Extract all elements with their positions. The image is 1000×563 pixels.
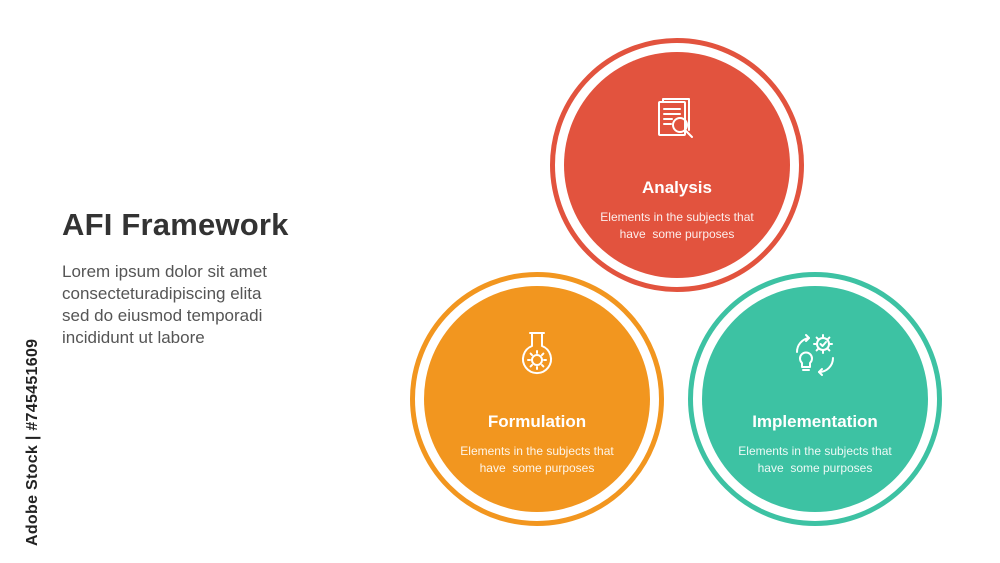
- body-line: consecteturadipiscing elita: [62, 284, 262, 303]
- description-line: Elements in the subjects that: [738, 444, 892, 458]
- description-line: Elements in the subjects that: [460, 444, 614, 458]
- slide-title: AFI Framework: [62, 207, 289, 242]
- body-line: Lorem ipsum dolor sit amet: [62, 262, 268, 281]
- formulation-circle: Formulation Elements in the subjects tha…: [410, 272, 664, 526]
- implementation-description: Elements in the subjects that have some …: [722, 443, 908, 477]
- body-line: incididunt ut labore: [62, 328, 205, 347]
- description-line: have some purposes: [757, 461, 873, 475]
- document-search-icon: [658, 98, 693, 138]
- analysis-circle-fill: Analysis Elements in the subjects that h…: [564, 52, 790, 278]
- implementation-circle-fill: Implementation Elements in the subjects …: [702, 286, 928, 512]
- implementation-title: Implementation: [752, 412, 878, 431]
- implementation-circle: Implementation Elements in the subjects …: [688, 272, 942, 526]
- stock-watermark-id: Adobe Stock | #745451609: [24, 338, 41, 546]
- analysis-title: Analysis: [642, 178, 712, 197]
- slide-body-text: Lorem ipsum dolor sit amet consecteturad…: [62, 261, 342, 349]
- flask-gear-icon: [522, 332, 552, 374]
- description-line: Elements in the subjects that: [600, 210, 754, 224]
- analysis-circle: Analysis Elements in the subjects that h…: [550, 38, 804, 292]
- formulation-title: Formulation: [487, 412, 587, 431]
- analysis-description: Elements in the subjects that have some …: [584, 209, 770, 243]
- description-line: have some purposes: [479, 461, 595, 475]
- formulation-circle-fill: Formulation Elements in the subjects tha…: [424, 286, 650, 512]
- description-line: have some purposes: [619, 227, 735, 241]
- body-line: sed do eiusmod temporadi: [62, 306, 263, 325]
- formulation-description: Elements in the subjects that have some …: [444, 443, 630, 477]
- gear-lightbulb-cycle-icon: [795, 334, 834, 376]
